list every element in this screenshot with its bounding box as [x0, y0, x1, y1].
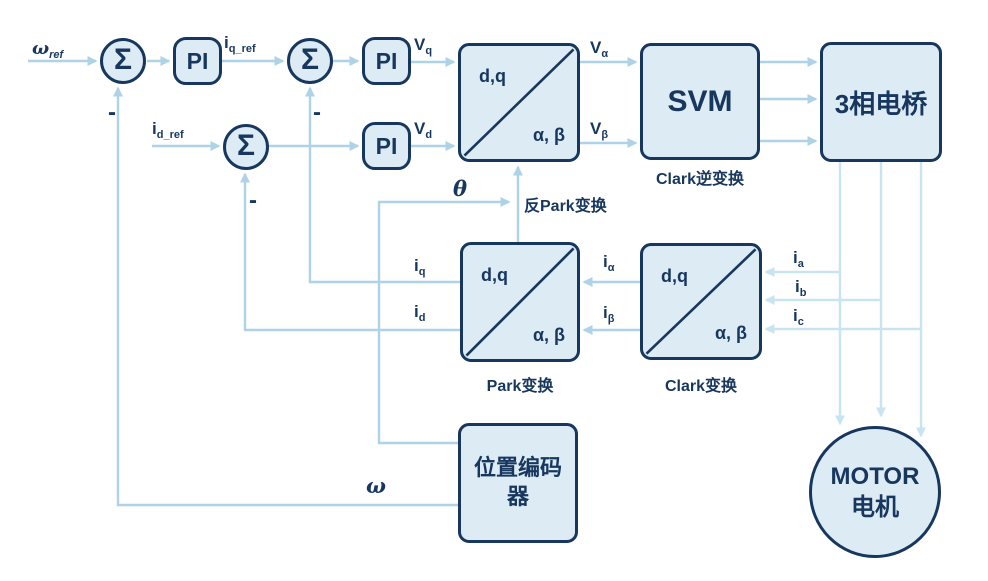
three-phase-bridge-block: 3相电桥 — [820, 42, 942, 162]
motor-label-cn: 电机 — [851, 494, 899, 521]
clark-transform-block: d,q α, β — [640, 243, 762, 360]
label-ib: ib — [795, 277, 807, 299]
alphabeta-corner-label: α, β — [714, 323, 747, 343]
pi-controller-id: PI — [362, 122, 411, 170]
encoder-label-line2: 器 — [506, 484, 529, 509]
motor-block: MOTOR 电机 — [809, 426, 941, 558]
caption-inverse-clark: Clark逆变换 — [655, 171, 745, 188]
label-v-beta: Vβ — [590, 119, 609, 141]
label-ia: ia — [793, 248, 804, 270]
label-omega-ref: ωref — [32, 38, 64, 61]
diagonal-divider — [461, 46, 577, 159]
caption-park: Park变换 — [486, 378, 554, 395]
encoder-label-line1: 位置编码 — [473, 455, 562, 481]
label-theta: θ — [453, 176, 468, 201]
diagonal-divider — [463, 245, 577, 359]
alphabeta-corner-label: α, β — [532, 125, 565, 145]
label-i-beta: iβ — [603, 303, 615, 325]
label-v-alpha: Vα — [590, 38, 609, 60]
pi-controller-iq: PI — [362, 37, 411, 85]
label-omega: ω — [366, 473, 386, 498]
sigma-symbol: Σ — [300, 42, 319, 76]
label-vd: Vd — [414, 119, 433, 141]
sum-junction-speed: Σ — [100, 38, 146, 84]
sum-junction-iq: Σ — [287, 38, 333, 84]
motor-label-en: MOTOR — [830, 462, 920, 490]
sigma-symbol: Σ — [113, 42, 132, 76]
caption-inverse-park: 反Park变换 — [524, 198, 607, 215]
dq-corner-label: d,q — [481, 265, 508, 285]
label-ic: ic — [793, 306, 804, 328]
diagonal-divider — [643, 246, 759, 357]
minus-sign-id: - — [249, 187, 257, 214]
sigma-symbol: Σ — [236, 128, 255, 162]
label-id: id — [414, 302, 426, 324]
label-vq: Vq — [414, 35, 433, 57]
minus-sign-speed: - — [108, 99, 116, 126]
dq-corner-label: d,q — [661, 266, 688, 286]
label-iq-ref: iq_ref — [224, 33, 256, 55]
sum-junction-id: Σ — [223, 124, 269, 170]
label-id-ref: id_ref — [152, 119, 184, 141]
caption-clark: Clark变换 — [664, 378, 738, 395]
label-i-alpha: iα — [603, 252, 615, 274]
svm-block: SVM — [640, 43, 760, 160]
inverse-park-transform-block: d,q α, β — [458, 43, 580, 162]
dq-corner-label: d,q — [479, 66, 506, 86]
position-encoder-block: 位置编码 器 — [458, 423, 578, 543]
minus-sign-iq: - — [313, 99, 321, 126]
pi-controller-speed: PI — [173, 37, 222, 85]
label-iq: iq — [414, 256, 426, 278]
alphabeta-corner-label: α, β — [532, 325, 565, 345]
park-transform-block: d,q α, β — [460, 242, 580, 362]
